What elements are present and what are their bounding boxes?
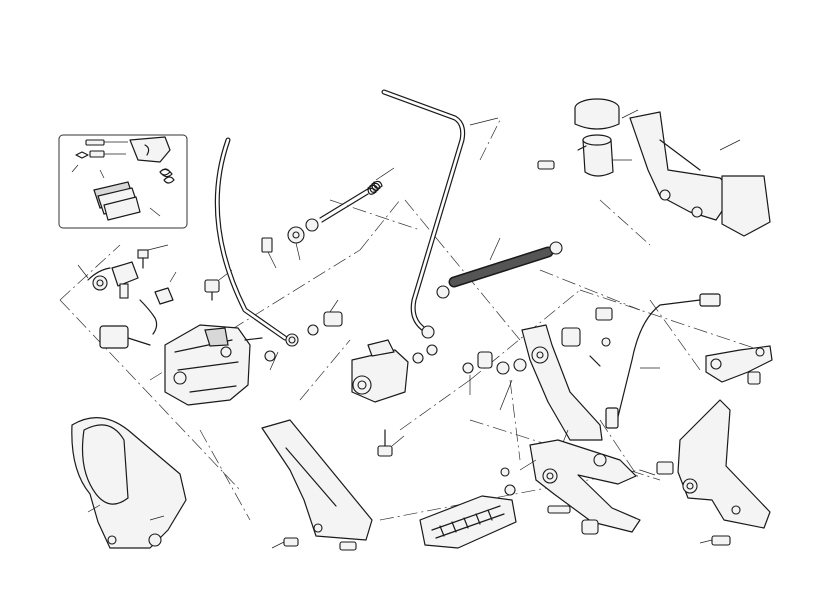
brake-line: [214, 137, 343, 371]
reservoir-bracket: [629, 111, 771, 237]
heel-guard: [261, 419, 373, 551]
master-cylinder-pipe: [381, 89, 499, 356]
brake-fluid-reservoir: [537, 98, 639, 177]
caliper-sensor: [77, 244, 177, 349]
brake-light-switch: [605, 293, 721, 429]
caliper-bracket: [71, 416, 187, 549]
footpeg-bracket: [519, 439, 656, 535]
spring-assembly: [261, 167, 395, 269]
footpeg: [419, 467, 517, 549]
rear-brake-master-cylinder: [351, 339, 493, 457]
brake-pad-kit-inset: [58, 134, 188, 229]
brake-pedal: [496, 307, 613, 451]
footpeg-mount-right: [656, 345, 773, 546]
rear-brake-caliper: [164, 269, 263, 406]
reservoir-hose: [436, 237, 563, 299]
